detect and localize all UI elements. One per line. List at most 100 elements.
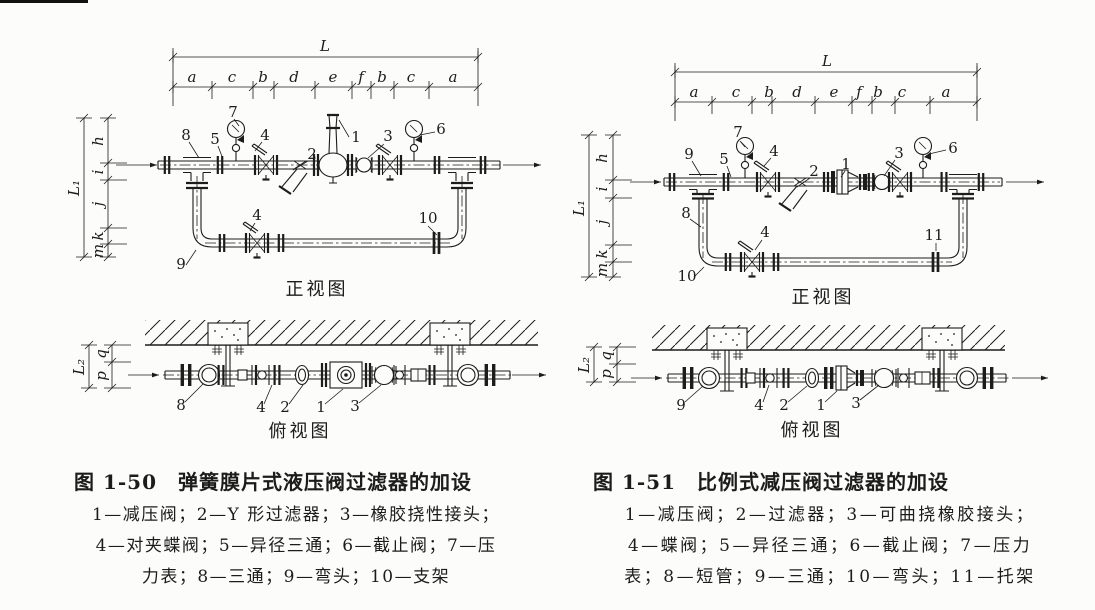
dim-seg-m: m (593, 263, 611, 277)
part-label-11: 11 (924, 226, 943, 244)
dim-seg-d: d (792, 83, 802, 101)
fig151-height-dimension: L₁ h i j k m (570, 130, 632, 282)
part-label-4-top: 4 (256, 398, 266, 416)
part-label-7: 7 (733, 123, 743, 141)
part-label-2-top: 2 (280, 398, 290, 416)
part-label-1: 1 (351, 128, 361, 146)
fig151-front-view: 7 9 5 4 2 1 3 6 8 4 11 10 正视图 (630, 123, 1044, 308)
dim-seg-q: q (92, 349, 110, 359)
bypass-butterfly-valve-icon (736, 239, 765, 278)
dim-seg-h: h (89, 136, 107, 146)
figure-1-50-legend: 1—减压阀；2—Y 形过滤器；3—橡胶挠性接头； 4—对夹蝶阀；5—异径三通；6… (36, 500, 556, 593)
fig150-length-dimension: L a c b d e f b c a (168, 37, 483, 106)
figure-1-51-title: 图 1-51 比例式减压阀过滤器的加设 (592, 470, 949, 494)
dim-seg-c2: c (898, 83, 907, 101)
dim-seg-k: k (593, 249, 611, 258)
dim-seg-e: e (329, 68, 338, 86)
pressure-gauge-icon (735, 136, 755, 179)
dim-seg-j: j (89, 201, 107, 209)
tee-top-icon (456, 363, 480, 387)
dim-seg-j: j (593, 219, 611, 227)
bypass-butterfly-valve-icon (241, 220, 270, 259)
fig150-front-view: 7 8 5 4 2 1 3 6 4 10 9 正视图 (116, 103, 541, 300)
flexible-joint-top-icon (371, 364, 397, 386)
dim-seg-p: p (597, 369, 615, 379)
part-label-1: 1 (841, 155, 851, 173)
part-label-2: 2 (809, 162, 819, 180)
part-label-5: 5 (210, 130, 220, 148)
part-label-9-top: 9 (676, 396, 686, 414)
part-label-1-top: 1 (316, 398, 326, 416)
dim-seg-i: i (593, 186, 611, 191)
part-label-4-top: 4 (754, 396, 764, 414)
tee-left-icon (689, 173, 717, 247)
top-view-caption: 俯视图 (781, 420, 844, 441)
part-label-4: 4 (769, 142, 779, 160)
strainer-top-icon (294, 364, 310, 386)
dim-seg-b2: b (873, 83, 883, 101)
dim-seg-c: c (228, 68, 237, 86)
dim-seg-k: k (89, 231, 107, 240)
dim-label-L1: L₁ (570, 200, 588, 217)
legend-line: 1—减压阀；2—Y 形过滤器；3—橡胶挠性接头； (91, 505, 501, 525)
tee-left-icon (183, 156, 211, 228)
small-valve-top-icon (897, 368, 931, 388)
fig151-length-dimension: L a c b d e f b c a (670, 52, 982, 121)
dim-seg-m: m (89, 244, 107, 258)
pressure-reducing-valve-icon (312, 113, 354, 184)
flexible-rubber-joint-icon (873, 173, 891, 191)
butterfly-valve-icon (884, 159, 913, 198)
flexible-joint-icon (355, 157, 373, 173)
tee-top-icon (955, 366, 979, 390)
tee-right-icon (949, 173, 977, 247)
part-label-4-bypass: 4 (760, 223, 770, 241)
part-label-4-bypass: 4 (252, 206, 262, 224)
bypass-loop (698, 239, 968, 278)
legend-line: 1—减压阀；2—过滤器；3—可曲挠橡胶接头； (624, 505, 1036, 525)
butterfly-valve-icon (374, 142, 403, 181)
dim-seg-c2: c (407, 68, 416, 86)
butterfly-valve-top-icon (744, 366, 779, 390)
fig150-height-dimension: L₁ h i j k m (65, 113, 127, 262)
part-label-3-top: 3 (851, 394, 861, 412)
piping-diagrams: L a c b d e f b c a L₁ h i j k m (65, 37, 1048, 442)
part-label-6: 6 (436, 120, 446, 138)
dim-seg-c: c (732, 83, 741, 101)
dim-seg-d: d (289, 68, 299, 86)
dim-label-L2: L₂ (70, 359, 88, 376)
front-view-caption: 正视图 (792, 287, 855, 308)
dim-label-L2: L₂ (575, 357, 593, 374)
part-label-4: 4 (260, 126, 270, 144)
bracket-support-icon (931, 252, 940, 272)
y-strainer-icon (278, 160, 308, 195)
dim-seg-f: f (855, 83, 864, 101)
part-label-3: 3 (383, 127, 393, 145)
dim-label-L1: L₁ (65, 180, 83, 197)
tee-top-icon (697, 366, 721, 390)
tee-right-icon (448, 156, 476, 228)
fig151-plan-view: 9 4 2 1 3 俯视图 (631, 325, 1048, 441)
figure-1-50-title: 图 1-50 弹簧膜片式液压阀过滤器的加设 (73, 470, 472, 494)
flange-icon (217, 363, 225, 387)
butterfly-valve-icon (250, 142, 279, 181)
part-label-8: 8 (181, 126, 191, 144)
figure-1-50-drawing: L a c b d e f b c a L₁ h i j k m (65, 37, 546, 442)
part-label-8-top: 8 (176, 396, 186, 414)
legend-line: 表；8—短管；9—三通；10—弯头；11—托架 (624, 567, 1036, 587)
legend-line: 力表；8—三通；9—弯头；10—支架 (141, 567, 451, 587)
dim-label-L: L (319, 37, 330, 55)
strainer-icon (778, 177, 808, 212)
dim-label-L: L (821, 52, 832, 70)
top-view-caption: 俯视图 (269, 421, 332, 442)
dim-seg-i: i (89, 169, 107, 174)
dim-seg-h: h (593, 153, 611, 163)
reducing-valve-top-icon (320, 361, 372, 389)
dim-seg-a: a (690, 83, 699, 101)
part-label-8: 8 (681, 204, 691, 222)
tee-top-icon (197, 363, 221, 387)
dim-seg-a2: a (449, 68, 458, 86)
legend-line: 4—对夹蝶阀；5—异径三通；6—截止阀；7—压 (95, 536, 497, 556)
part-label-2-top: 2 (779, 396, 789, 414)
part-label-5: 5 (719, 150, 729, 168)
